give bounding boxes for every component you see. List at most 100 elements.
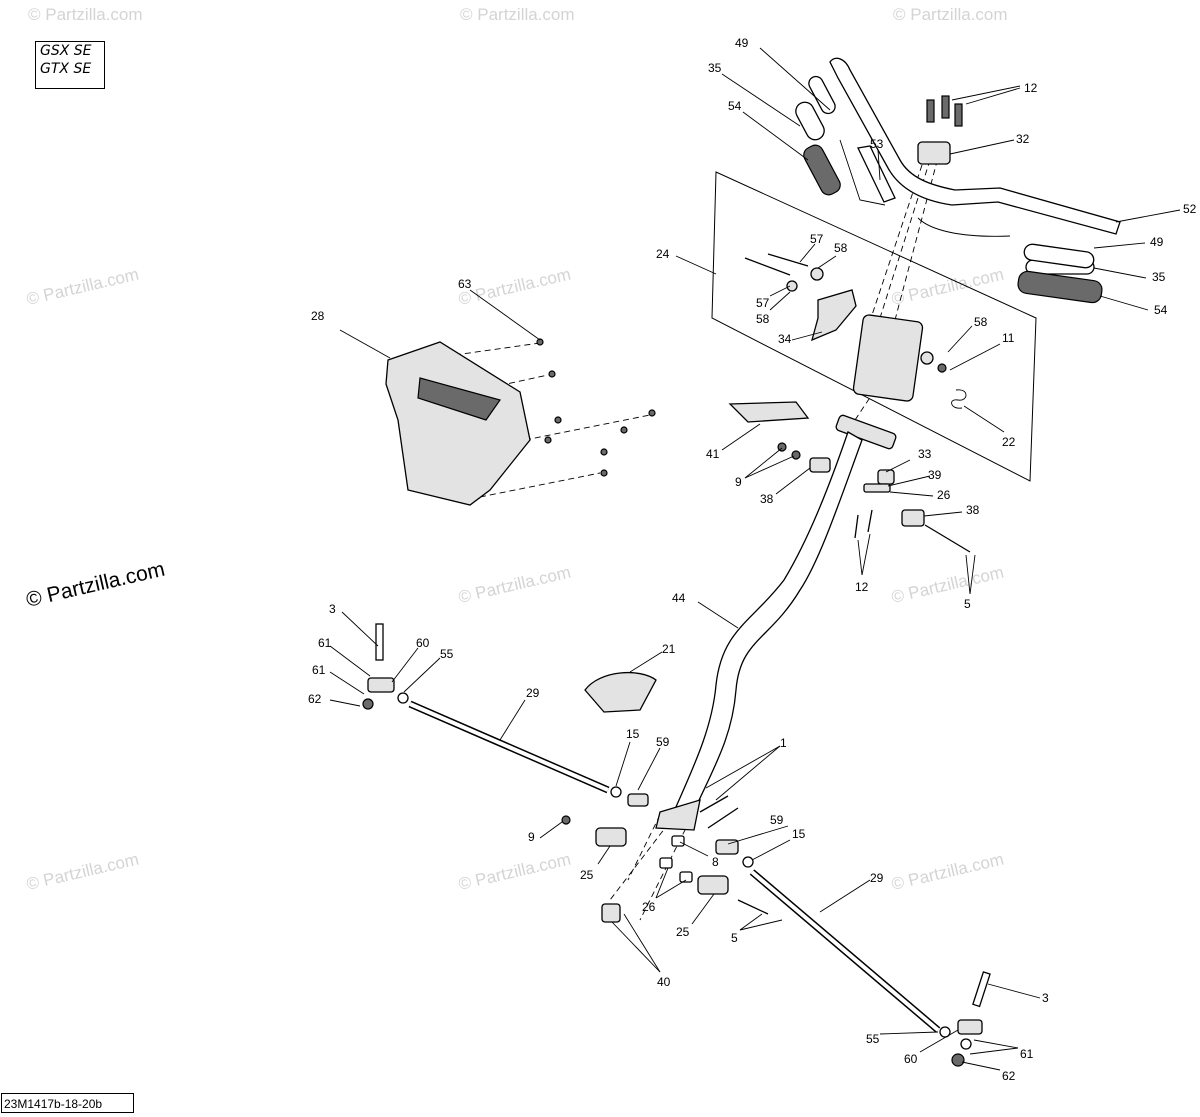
callout: 55: [866, 1032, 880, 1046]
callout: 12: [855, 580, 869, 594]
screw: [600, 448, 608, 456]
column-clamp: [901, 509, 925, 527]
watermark: © Partzilla.com: [890, 265, 1006, 309]
bushing: [659, 857, 673, 869]
callout: 34: [778, 332, 792, 346]
plate: [728, 401, 810, 423]
callout-labels: 49 35 54 53 12 32 52 49 35 54 24 57 58 5…: [308, 36, 1197, 1083]
callout: 33: [918, 447, 932, 461]
nut: [791, 450, 801, 460]
ball-joint: [367, 677, 395, 693]
callout: 32: [1016, 132, 1030, 146]
callout: 26: [642, 900, 656, 914]
nut: [561, 815, 571, 825]
callout: 24: [656, 247, 670, 261]
callout: 25: [580, 868, 594, 882]
callout: 1: [780, 736, 787, 750]
callout: 59: [770, 813, 784, 827]
callout: 61: [318, 636, 332, 650]
subassembly-frame: [711, 171, 1037, 482]
callout: 15: [626, 727, 640, 741]
callout: 41: [706, 447, 720, 461]
screw: [544, 436, 552, 444]
model-applicability-box: GSX SE GTX SE: [35, 41, 105, 89]
nut: [742, 856, 754, 868]
bolt: [924, 524, 971, 553]
callout: 44: [672, 591, 686, 605]
nut: [951, 1053, 965, 1067]
grip-sleeve-left: [795, 101, 825, 141]
callout: 57: [810, 232, 824, 246]
bolt: [699, 795, 729, 813]
watermark: © Partzilla.com: [25, 850, 141, 894]
callout: 38: [966, 503, 980, 517]
callout: 38: [760, 492, 774, 506]
callout: 54: [728, 99, 742, 113]
bolt: [737, 899, 769, 915]
callout: 60: [416, 636, 430, 650]
spring: [951, 389, 967, 409]
callout: 3: [1042, 991, 1049, 1005]
bushing: [671, 835, 685, 847]
screw: [554, 416, 562, 424]
tie-rod-right-inner: [750, 870, 940, 1032]
callout: 5: [731, 931, 738, 945]
watermark: © Partzilla.com: [457, 563, 573, 607]
nut: [960, 1038, 972, 1050]
bolt: [972, 971, 991, 1008]
watermark: © Partzilla.com: [890, 563, 1006, 607]
diagram-code: 23M1417b-18-20b: [1, 1093, 134, 1113]
callout: 22: [1002, 435, 1016, 449]
grip-wire-left: [839, 139, 886, 206]
callout: 60: [904, 1052, 918, 1066]
riser-block: [852, 314, 924, 402]
grip-left: [803, 144, 841, 196]
lower-bracket: [697, 875, 729, 895]
callout: 58: [834, 241, 848, 255]
headlight-lens: [417, 377, 501, 421]
callout: 59: [656, 735, 670, 749]
callout: 12: [1024, 81, 1038, 95]
column-plate: [863, 483, 891, 493]
callout: 52: [1183, 202, 1197, 216]
handlebar-clamp: [917, 141, 951, 165]
callout: 62: [308, 692, 322, 706]
callout: 49: [735, 36, 749, 50]
rod-end: [715, 839, 739, 855]
callout: 62: [1002, 1069, 1016, 1083]
callout: 40: [657, 975, 671, 989]
callout: 11: [1002, 331, 1015, 345]
callout: 55: [440, 647, 454, 661]
watermark-main: © Partzilla.com: [24, 558, 167, 612]
steering-column-head: [835, 414, 897, 450]
nut: [610, 786, 622, 798]
nut: [362, 698, 374, 710]
bushing: [810, 267, 824, 281]
screw: [648, 409, 656, 417]
lower-bracket: [595, 827, 627, 847]
callout: 39: [928, 468, 942, 482]
callout: 61: [312, 663, 326, 677]
throttle-lever: [857, 145, 896, 203]
bushing: [679, 871, 693, 883]
callout: 29: [526, 686, 540, 700]
watermark: © Partzilla.com: [460, 5, 575, 24]
nut: [939, 1026, 951, 1038]
rod-end: [627, 793, 649, 807]
callout: 5: [964, 597, 971, 611]
column-lower-bracket: [655, 799, 701, 831]
watermark: © Partzilla.com: [25, 265, 141, 309]
grip-right: [1017, 270, 1103, 304]
callout: 28: [311, 309, 325, 323]
model-name-gsx-se: GSX SE: [40, 43, 92, 59]
callout: 21: [662, 642, 676, 656]
screw: [536, 338, 544, 346]
callout: 15: [792, 827, 806, 841]
grip-wire-right: [917, 217, 1011, 237]
bolt: [854, 514, 859, 539]
watermark: © Partzilla.com: [893, 5, 1008, 24]
callout: 25: [676, 925, 690, 939]
callout: 53: [870, 137, 884, 151]
bolt-long: [767, 253, 809, 267]
